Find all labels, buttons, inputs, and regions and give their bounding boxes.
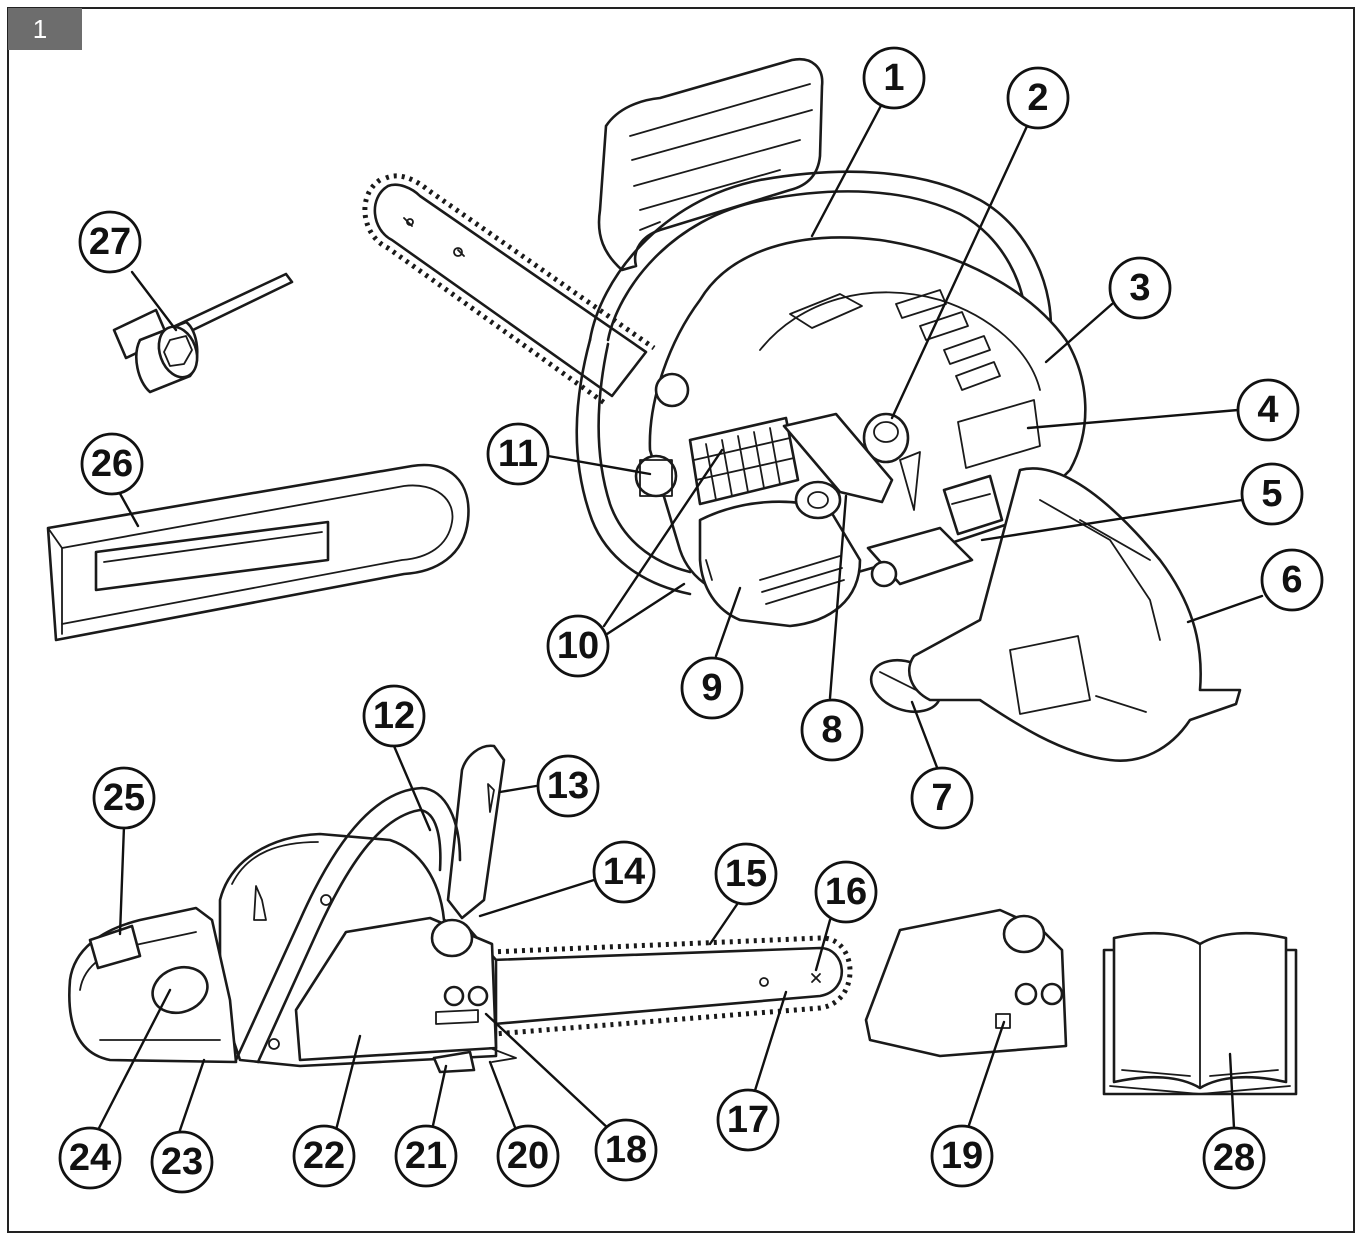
svg-text:3: 3 [1129,267,1150,309]
svg-text:2: 2 [1027,77,1048,119]
svg-text:13: 13 [547,765,589,807]
callout-25: 25 [92,766,156,830]
callout-16: 16 [814,860,878,924]
callout-6: 6 [1260,548,1324,612]
svg-text:22: 22 [303,1135,345,1177]
instruction-manual-book [1102,931,1298,1096]
callout-4: 4 [1236,378,1300,442]
callout-14: 14 [592,840,656,904]
svg-text:25: 25 [103,777,145,819]
figure-number-badge: 1 [8,8,82,50]
callout-3: 3 [1108,256,1172,320]
svg-text:12: 12 [373,695,415,737]
svg-text:21: 21 [405,1135,447,1177]
svg-text:1: 1 [883,57,904,99]
callout-7: 7 [910,766,974,830]
callout-11: 11 [486,422,550,486]
callout-8: 8 [800,698,864,762]
svg-text:26: 26 [91,443,133,485]
bar-cover [46,463,470,642]
svg-text:17: 17 [727,1099,769,1141]
callouts: 1 2 3 4 5 6 7 8 9 10 11 12 13 14 15 16 1… [58,46,1324,1194]
callout-9: 9 [680,656,744,720]
callout-5: 5 [1240,462,1304,526]
callout-27: 27 [78,210,142,274]
svg-text:20: 20 [507,1135,549,1177]
svg-text:10: 10 [557,625,599,667]
svg-text:27: 27 [89,221,131,263]
callout-17: 17 [716,1088,780,1152]
callout-20: 20 [496,1124,560,1188]
callout-22: 22 [292,1124,356,1188]
callout-15: 15 [714,842,778,906]
svg-text:19: 19 [941,1135,983,1177]
callout-10: 10 [546,614,610,678]
chainsaw-side-view [68,744,853,1074]
svg-text:7: 7 [931,777,952,819]
leader-lines [96,98,1264,1138]
figure-frame [7,7,1355,1233]
svg-text:4: 4 [1257,389,1278,431]
svg-text:24: 24 [69,1137,111,1179]
callout-2: 2 [1006,66,1070,130]
callout-21: 21 [394,1124,458,1188]
callout-28: 28 [1202,1126,1266,1190]
svg-text:8: 8 [821,709,842,751]
svg-text:23: 23 [161,1141,203,1183]
svg-text:14: 14 [603,851,645,893]
svg-text:15: 15 [725,853,767,895]
callout-24: 24 [58,1126,122,1190]
callout-13: 13 [536,754,600,818]
svg-text:6: 6 [1281,559,1302,601]
svg-text:5: 5 [1261,473,1282,515]
svg-text:28: 28 [1213,1137,1255,1179]
figure-number: 1 [33,14,47,44]
callout-18: 18 [594,1118,658,1182]
svg-text:16: 16 [825,871,867,913]
svg-text:18: 18 [605,1129,647,1171]
callout-19: 19 [930,1124,994,1188]
callout-12: 12 [362,684,426,748]
svg-text:9: 9 [701,667,722,709]
callout-23: 23 [150,1130,214,1194]
callout-26: 26 [80,432,144,496]
svg-text:11: 11 [498,433,538,475]
callout-1: 1 [862,46,926,110]
combination-spanner [112,272,294,394]
sprocket-cover-detail [864,908,1068,1058]
chainsaw-top-view [362,57,1242,762]
